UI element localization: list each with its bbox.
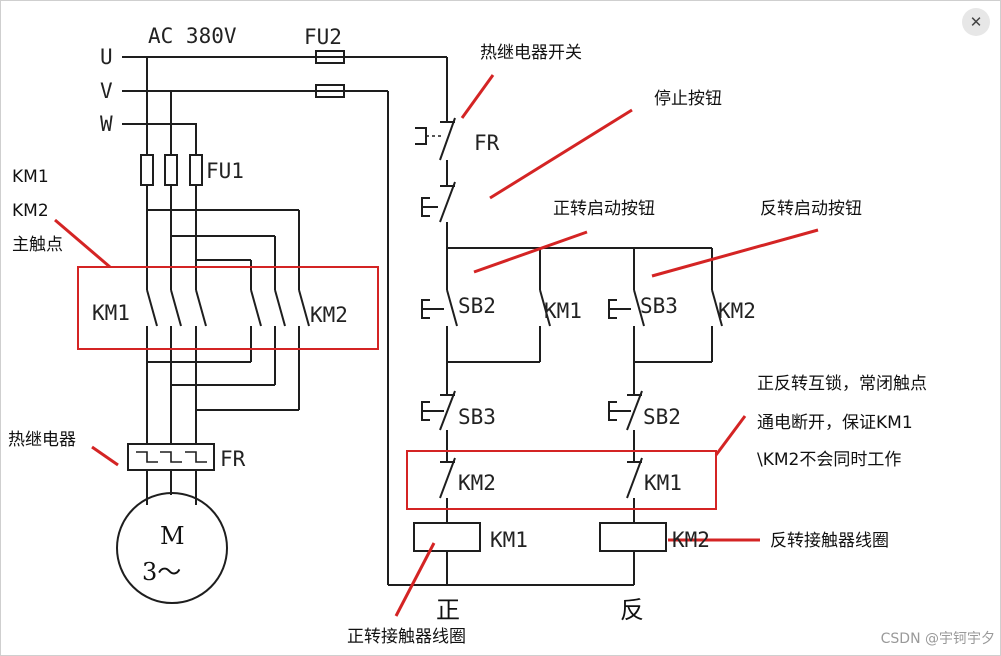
note-stop-button: 停止按钮 — [654, 89, 722, 109]
label-sb3: SB3 — [640, 294, 678, 318]
note-forward-coil: 正转接触器线圈 — [347, 627, 466, 647]
label-fr-contact: FR — [474, 131, 500, 155]
label-motor-3phase: 3～ — [142, 558, 181, 586]
note-reverse-start: 反转启动按钮 — [760, 199, 862, 219]
thermal-relay-heater — [127, 443, 215, 471]
fu2-fuse-2 — [315, 84, 345, 98]
label-reverse: 反 — [620, 596, 644, 624]
label-km2-coil: KM2 — [672, 528, 710, 552]
motor-symbol — [116, 492, 228, 604]
label-km2-main: KM2 — [310, 303, 348, 327]
watermark: CSDN @宇钶宇夕 — [880, 631, 995, 647]
fu1-fuse-2 — [164, 154, 178, 186]
note-main-contacts-1: KM1 — [12, 167, 49, 187]
control-circuit — [387, 57, 723, 586]
label-sb2-nc: SB2 — [643, 405, 681, 429]
label-sb3-nc: SB3 — [458, 405, 496, 429]
schematic-labels: AC 380V U V W FU2 FU1 FR FR KM1 KM2 SB2 … — [92, 24, 756, 624]
note-thermal-relay: 热继电器 — [8, 430, 76, 450]
label-fu2: FU2 — [304, 25, 342, 49]
label-km2-nc: KM2 — [458, 471, 496, 495]
note-forward-start: 正转启动按钮 — [553, 199, 655, 219]
close-icon[interactable]: ✕ — [962, 8, 990, 36]
note-interlock-2: 通电断开，保证KM1 — [757, 413, 913, 433]
main-contacts-box — [77, 266, 379, 350]
note-main-contacts-2: KM2 — [12, 201, 49, 221]
km2-coil — [599, 522, 667, 552]
label-fu1: FU1 — [206, 159, 244, 183]
fu1-fuse-1 — [140, 154, 154, 186]
km1-coil — [413, 522, 481, 552]
label-phase-v: V — [100, 79, 113, 103]
fu1-fuse-3 — [189, 154, 203, 186]
note-interlock-3: \KM2不会同时工作 — [757, 450, 901, 470]
label-sb2: SB2 — [458, 294, 496, 318]
annotation-marks — [54, 74, 819, 617]
label-fr-relay: FR — [220, 447, 246, 471]
label-ac-voltage: AC 380V — [148, 24, 237, 48]
note-interlock-1: 正反转互锁，常闭触点 — [757, 374, 927, 394]
power-circuit — [116, 50, 447, 604]
annotation-texts: 热继电器开关 停止按钮 正转启动按钮 反转启动按钮 KM1 KM2 主触点 热继… — [8, 43, 927, 647]
note-thermal-switch: 热继电器开关 — [480, 43, 582, 63]
label-km1-coil: KM1 — [490, 528, 528, 552]
note-reverse-coil: 反转接触器线圈 — [770, 531, 889, 551]
interlock-box — [406, 450, 717, 510]
label-km1-main: KM1 — [92, 301, 130, 325]
label-phase-u: U — [100, 45, 113, 69]
label-km1-hold: KM1 — [544, 299, 582, 323]
label-motor-m: M — [160, 522, 185, 550]
label-km1-nc: KM1 — [644, 471, 682, 495]
fu2-fuse-1 — [315, 50, 345, 64]
label-km2-hold: KM2 — [718, 299, 756, 323]
label-phase-w: W — [100, 112, 113, 136]
label-forward: 正 — [436, 596, 460, 624]
note-main-contacts-3: 主触点 — [12, 235, 63, 255]
